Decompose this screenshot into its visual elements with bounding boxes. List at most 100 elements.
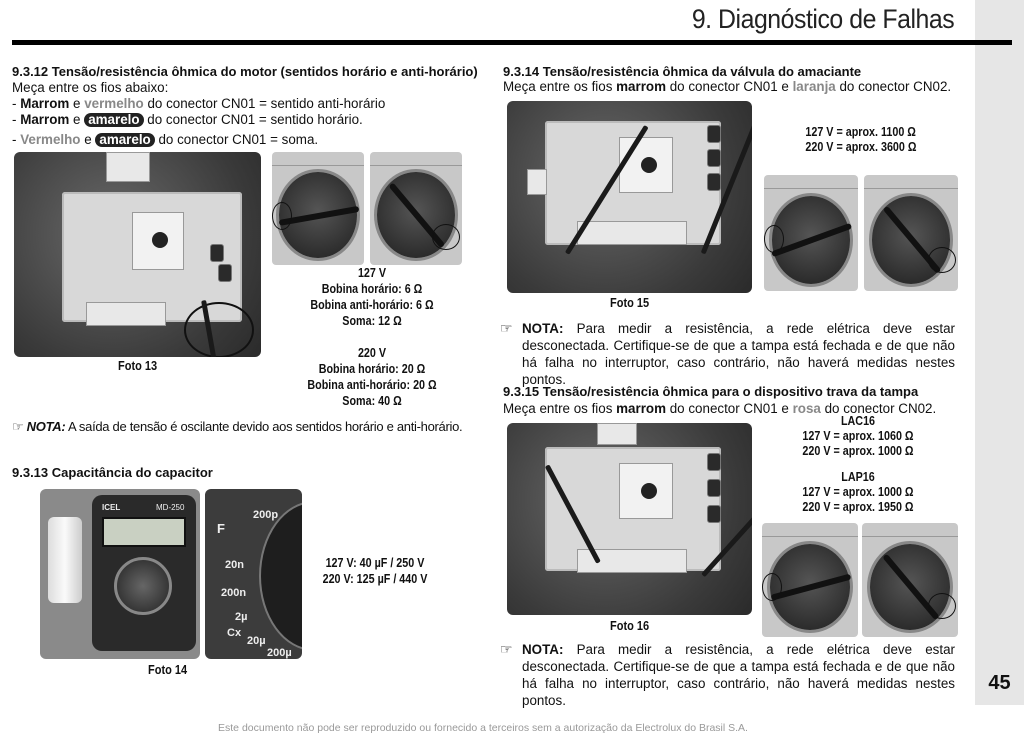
highlight-circle bbox=[928, 593, 956, 619]
side-strip bbox=[975, 0, 1024, 705]
spec-line: 220 V bbox=[357, 346, 387, 360]
note-label: NOTA: bbox=[522, 642, 564, 657]
spec-capacitor: 127 V: 40 µF / 250 V 220 V: 125 µF / 440… bbox=[311, 556, 440, 586]
highlight-circle bbox=[928, 247, 956, 273]
section-9312-intro: Meça entre os fios abaixo: bbox=[12, 80, 169, 95]
dial-face bbox=[259, 501, 302, 651]
highlight-circle bbox=[764, 225, 784, 253]
board-connector bbox=[577, 221, 687, 245]
spec-line: Soma: 12 Ω bbox=[342, 314, 402, 328]
photo-14-right: 200p F 20n 200n 2µ 20µ 200µ Cx bbox=[205, 489, 302, 659]
highlight-circle bbox=[272, 202, 292, 230]
multimeter-dial bbox=[764, 175, 858, 291]
bullet: - bbox=[12, 112, 21, 127]
pointing-hand-icon: ☞ bbox=[500, 320, 513, 336]
wire-brown: marrom bbox=[616, 401, 667, 416]
highlight-circle bbox=[184, 302, 254, 357]
multimeter-dial bbox=[864, 175, 958, 291]
wire-connector bbox=[106, 152, 150, 182]
multimeter: ICEL MD-250 bbox=[92, 495, 196, 651]
pointing-hand-icon: ☞ bbox=[500, 641, 513, 657]
photo-14-left: ICEL MD-250 bbox=[40, 489, 200, 659]
photo-16-caption: Foto 16 bbox=[610, 619, 650, 633]
chapter-title: 9. Diagnóstico de Falhas bbox=[691, 4, 955, 34]
scale-label: 20µ bbox=[247, 635, 266, 647]
spec-line: 220 V: 125 µF / 440 V bbox=[322, 572, 428, 586]
spec-line: Bobina anti-horário: 20 Ω bbox=[307, 378, 437, 392]
header-rule bbox=[12, 40, 1012, 45]
dial-header bbox=[762, 525, 858, 537]
spec-line: 220 V = aprox. 3600 Ω bbox=[805, 140, 917, 154]
note-label: NOTA: bbox=[522, 321, 564, 336]
intro-text: do conector CN01 e bbox=[666, 79, 793, 94]
note-text: A saída de tensão é oscilante devido aos… bbox=[65, 419, 463, 434]
note-text: Para medir a resistência, a rede elétric… bbox=[522, 321, 955, 387]
section-9313-title: 9.3.13 Capacitância do capacitor bbox=[12, 465, 213, 480]
capacitor-part bbox=[210, 244, 224, 262]
capacitor bbox=[48, 517, 82, 603]
wire-brown: Marrom bbox=[20, 112, 70, 127]
dial-header bbox=[370, 154, 462, 166]
capacitor-part bbox=[707, 173, 721, 191]
spec-model: LAP16 bbox=[841, 470, 875, 484]
section-9314-title: 9.3.14 Tensão/resistência ôhmica da válv… bbox=[503, 64, 862, 79]
capacitor-part bbox=[707, 505, 721, 523]
intro-text: do conector CN02. bbox=[835, 79, 952, 94]
multimeter-dial bbox=[862, 523, 958, 637]
bullet: - bbox=[12, 96, 21, 111]
dial-header bbox=[864, 177, 958, 189]
knob bbox=[641, 483, 657, 499]
note-9314: ☞ NOTA: Para medir a resistência, a rede… bbox=[500, 320, 955, 388]
wire-line-2: - Marrom e amarelo do conector CN01 = se… bbox=[12, 112, 363, 127]
note-9312: ☞ NOTA: A saída de tensão é oscilante de… bbox=[12, 419, 463, 435]
spec-line: 220 V = aprox. 1950 Ω bbox=[802, 500, 914, 514]
spec-lap16: LAP16 127 V = aprox. 1000 Ω 220 V = apro… bbox=[798, 470, 918, 514]
meter-model: MD-250 bbox=[156, 503, 185, 512]
page-number: 45 bbox=[988, 672, 1011, 694]
note-label: NOTA: bbox=[26, 419, 66, 434]
photo-16 bbox=[507, 423, 752, 615]
spec-line: 127 V: 40 µF / 250 V bbox=[325, 556, 425, 570]
line-rest: do conector CN01 = sentido anti-horário bbox=[143, 96, 386, 111]
line-rest: do conector CN01 = sentido horário. bbox=[143, 112, 363, 127]
wire-red: vermelho bbox=[84, 96, 144, 111]
spec-line: Bobina horário: 20 Ω bbox=[318, 362, 426, 376]
scale-label: 200µ bbox=[267, 647, 292, 659]
scale-label: 200p bbox=[253, 509, 279, 521]
capacitor-part bbox=[707, 479, 721, 497]
wire-pink: rosa bbox=[792, 401, 821, 416]
scale-label: 20n bbox=[225, 559, 244, 571]
wire-connector bbox=[597, 423, 637, 445]
multimeter-dial bbox=[370, 152, 462, 265]
note-body: NOTA: Para medir a resistência, a rede e… bbox=[522, 320, 955, 388]
note-9315: ☞ NOTA: Para medir a resistência, a rede… bbox=[500, 641, 955, 709]
intro-text: Meça entre os fios bbox=[503, 401, 617, 416]
section-9312-title: 9.3.12 Tensão/resistência ôhmica do moto… bbox=[12, 64, 478, 79]
wire-brown: Marrom bbox=[20, 96, 70, 111]
spec-127v: 127 V Bobina horário: 6 Ω Bobina anti-ho… bbox=[303, 266, 441, 328]
spec-line: 127 V = aprox. 1100 Ω bbox=[805, 125, 916, 139]
bullet: - bbox=[12, 132, 21, 147]
footer-disclaimer: Este documento não pode ser reproduzido … bbox=[218, 722, 748, 734]
multimeter-dial bbox=[762, 523, 858, 637]
meter-knob bbox=[114, 557, 172, 615]
capacitor-part bbox=[707, 453, 721, 471]
multimeter-dial bbox=[272, 152, 364, 265]
section-9315-intro: Meça entre os fios marrom do conector CN… bbox=[503, 401, 936, 416]
capacitor-part bbox=[218, 264, 232, 282]
spec-line: Soma: 40 Ω bbox=[342, 394, 402, 408]
spec-line: 220 V = aprox. 1000 Ω bbox=[802, 444, 914, 458]
section-9314-intro: Meça entre os fios marrom do conector CN… bbox=[503, 79, 951, 94]
spec-line: 127 V = aprox. 1060 Ω bbox=[802, 429, 914, 443]
pointing-hand-icon: ☞ bbox=[12, 419, 24, 434]
capacitor-part bbox=[707, 149, 721, 167]
line-rest: do conector CN01 = soma. bbox=[154, 132, 319, 147]
spec-line: 127 V = aprox. 1000 Ω bbox=[802, 485, 914, 499]
conj: e bbox=[69, 112, 85, 127]
note-body: NOTA: Para medir a resistência, a rede e… bbox=[522, 641, 955, 709]
meter-brand: ICEL bbox=[102, 503, 121, 512]
wire-orange: laranja bbox=[792, 79, 836, 94]
scale-label: 200n bbox=[221, 587, 247, 599]
note-text: Para medir a resistência, a rede elétric… bbox=[522, 642, 955, 708]
dial-header bbox=[272, 154, 364, 166]
